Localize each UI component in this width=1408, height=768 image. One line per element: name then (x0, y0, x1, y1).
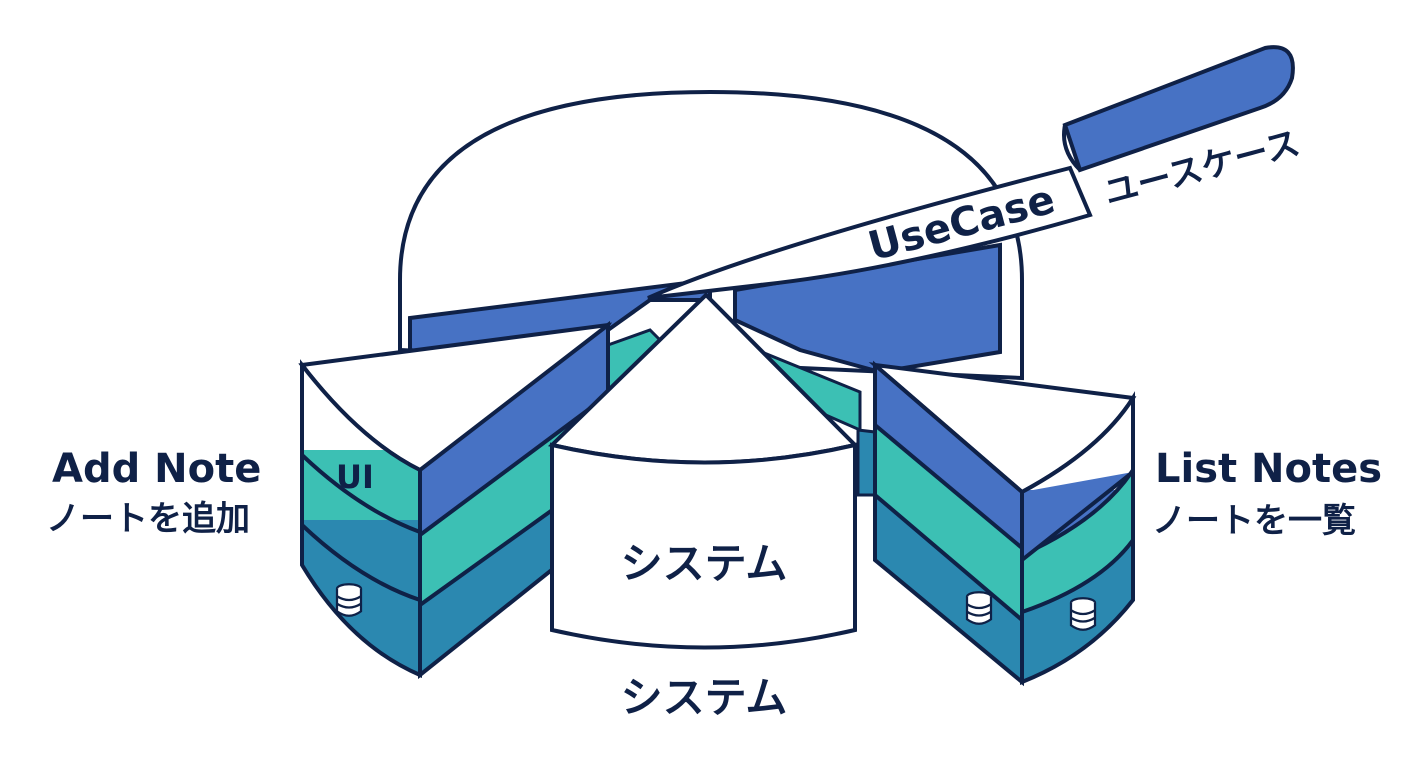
database-icon (965, 591, 993, 625)
knife-blade (647, 165, 1093, 300)
right-slice-title: List Notes (1155, 446, 1382, 492)
left-slice-title: Add Note (52, 446, 261, 492)
left-slice-subtitle: ノートを追加 (46, 499, 250, 539)
center-slice-label: システム (621, 539, 788, 588)
database-icon (335, 583, 363, 617)
right-slice-subtitle: ノートを一覧 (1152, 501, 1356, 541)
knife-handle (1062, 45, 1295, 173)
center-slice[interactable]: システム (547, 292, 859, 650)
center-slice-front (550, 442, 857, 650)
whole-cake (398, 89, 1024, 497)
center-slice-caption: システム (621, 673, 788, 722)
left-slice[interactable]: UI (280, 300, 620, 720)
ui-layer-label: UI (336, 458, 374, 496)
right-slice[interactable] (860, 350, 1150, 700)
database-icon (1069, 597, 1097, 631)
